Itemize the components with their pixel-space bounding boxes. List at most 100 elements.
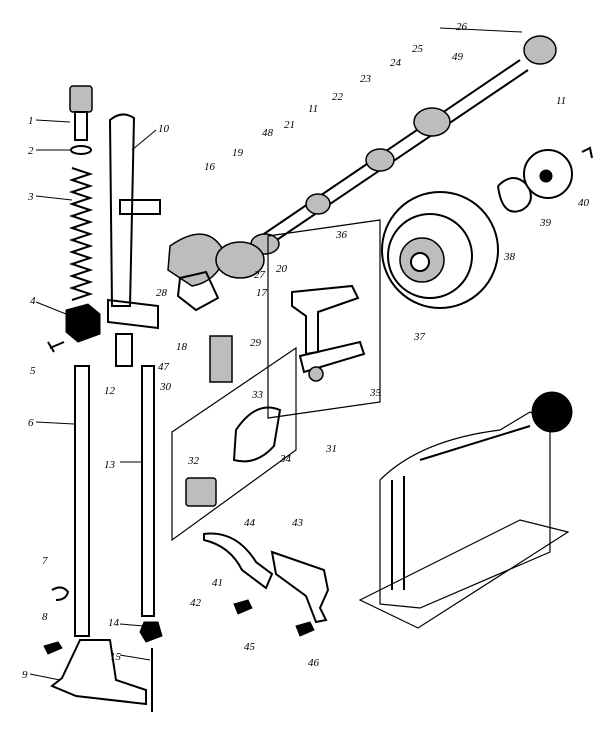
handwheel-hole — [410, 252, 430, 272]
shaft-bushing-2 — [413, 107, 451, 137]
counterweight — [215, 241, 265, 279]
callout-4: 4 — [30, 295, 36, 307]
callout-6: 6 — [28, 417, 34, 429]
callout-7: 7 — [42, 555, 48, 567]
machine-bed — [358, 519, 570, 629]
presser-bar-guide — [65, 303, 101, 343]
callout-3: 3 — [27, 191, 34, 203]
lever-screw-1 — [233, 599, 253, 615]
hook-box-outline — [171, 346, 297, 542]
feed-box-outline — [267, 219, 381, 419]
shuttle-carrier — [185, 477, 217, 507]
callout-8: 8 — [42, 611, 48, 623]
callout-26: 26 — [456, 21, 468, 33]
callout-23: 23 — [360, 73, 372, 85]
callout-35: 35 — [369, 387, 382, 399]
knob-screw — [581, 146, 593, 159]
feed-crank — [298, 340, 366, 374]
guide-screw — [47, 341, 65, 353]
machine-arm — [379, 411, 551, 609]
hook-drive — [171, 346, 297, 542]
callout-44: 44 — [244, 517, 256, 529]
needle-crank — [176, 270, 220, 312]
callout-45: 45 — [244, 641, 256, 653]
callout-28: 28 — [156, 287, 168, 299]
shaft-collar-1 — [305, 193, 331, 215]
thumb-screw — [69, 85, 93, 113]
shaft-collar-2 — [365, 148, 395, 172]
callout-40: 40 — [578, 197, 590, 209]
callout-34: 34 — [279, 453, 292, 465]
callout-39: 39 — [539, 217, 552, 229]
overview-handwheel — [531, 391, 573, 433]
needle-clamp — [139, 621, 163, 643]
callout-46: 46 — [308, 657, 320, 669]
callout-42: 42 — [190, 597, 202, 609]
leader-lines — [29, 27, 523, 681]
callout-27: 27 — [254, 269, 266, 281]
callout-33: 33 — [251, 389, 264, 401]
callout-9: 9 — [22, 669, 28, 681]
presser-foot-screw — [43, 641, 63, 655]
needle-clamp-sleeve — [115, 333, 133, 367]
callout-38: 38 — [503, 251, 516, 263]
callout-22: 22 — [332, 91, 344, 103]
callout-5: 5 — [30, 365, 36, 377]
needle-bar-bracket — [107, 199, 161, 330]
callout-13: 13 — [104, 459, 116, 471]
needle-bar — [141, 365, 155, 617]
overview-needle-bar — [391, 476, 405, 590]
needle-bar-assembly — [107, 113, 163, 712]
thumb-screw-shank — [74, 111, 88, 141]
callout-29: 29 — [250, 337, 262, 349]
shaft-end-bushing — [523, 35, 557, 65]
bottom-levers — [203, 532, 330, 637]
callout-labels: 1 2 3 4 5 6 7 8 9 10 11 11 12 13 14 15 1… — [22, 21, 590, 681]
needle-bar-link — [108, 113, 136, 307]
handwheel-rim — [387, 213, 473, 299]
thread-guide-clip — [51, 586, 70, 601]
machine-overview — [358, 391, 573, 629]
feed-pivot — [308, 366, 324, 382]
callout-47: 47 — [158, 361, 170, 373]
callout-14: 14 — [108, 617, 120, 629]
callout-15: 15 — [110, 651, 122, 663]
callout-19: 19 — [232, 147, 244, 159]
callout-36: 36 — [335, 229, 348, 241]
callout-10: 10 — [158, 123, 170, 135]
callout-30: 30 — [159, 381, 172, 393]
washer — [70, 145, 92, 155]
callout-2: 2 — [28, 145, 34, 157]
callout-17: 17 — [256, 287, 268, 299]
callout-11b: 11 — [308, 103, 318, 115]
overview-shaft — [419, 425, 531, 461]
presser-foot — [50, 639, 147, 706]
presser-spring — [68, 167, 94, 301]
callout-41: 41 — [212, 577, 223, 589]
callout-25: 25 — [412, 43, 424, 55]
presser-bar-assembly — [43, 85, 147, 706]
pressure-regulator-lever — [270, 550, 330, 624]
callout-48: 48 — [262, 127, 274, 139]
callout-18: 18 — [176, 341, 188, 353]
arm-shaft-assembly — [167, 35, 557, 312]
lever-screw-2 — [295, 621, 315, 637]
feed-dog-plate — [209, 335, 233, 383]
callout-37: 37 — [413, 331, 426, 343]
callout-12: 12 — [104, 385, 116, 397]
presser-bar — [74, 365, 90, 637]
stop-motion-knob-center — [539, 169, 553, 183]
callout-24: 24 — [390, 57, 402, 69]
callout-49: 49 — [452, 51, 464, 63]
callout-31: 31 — [325, 443, 337, 455]
callout-21: 21 — [284, 119, 295, 131]
feed-mechanism — [209, 219, 381, 419]
callout-20: 20 — [276, 263, 288, 275]
callout-32: 32 — [187, 455, 200, 467]
clutch-washer — [497, 177, 532, 213]
callout-1: 1 — [28, 115, 34, 127]
hook-drive-gear — [232, 406, 282, 463]
callout-16: 16 — [204, 161, 216, 173]
bobbin-winder-lever — [203, 532, 274, 590]
